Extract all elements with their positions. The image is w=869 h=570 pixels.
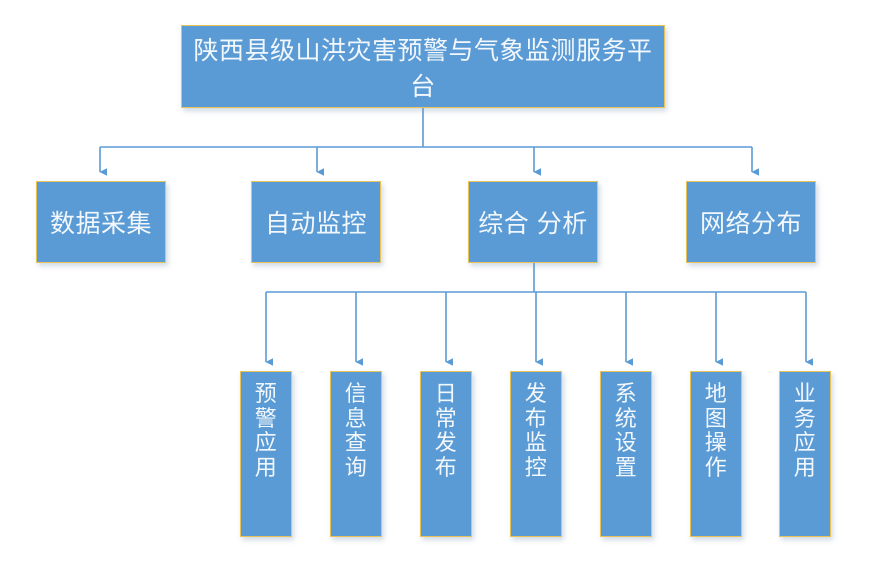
level3-node-warning-application[interactable]: 预警应用 bbox=[240, 371, 292, 537]
level2-node-comprehensive-analysis[interactable]: 综合 分析 bbox=[468, 181, 598, 263]
level2-node-network-distribution[interactable]: 网络分布 bbox=[686, 181, 816, 263]
level3-label: 系统设置 bbox=[614, 381, 638, 480]
level3-node-system-settings[interactable]: 系统设置 bbox=[600, 371, 652, 537]
level3-node-information-query[interactable]: 信息查询 bbox=[330, 371, 382, 537]
root-node-platform[interactable]: 陕西县级山洪灾害预警与气象监测服务平台 bbox=[181, 25, 665, 108]
level3-node-business-application[interactable]: 业务应用 bbox=[779, 371, 831, 537]
level3-label: 业务应用 bbox=[793, 381, 817, 480]
level2-node-data-collection[interactable]: 数据采集 bbox=[36, 181, 166, 263]
level2-node-auto-monitoring[interactable]: 自动监控 bbox=[251, 181, 381, 263]
level3-label: 地图操作 bbox=[704, 381, 728, 480]
level3-node-daily-publishing[interactable]: 日常发布 bbox=[420, 371, 472, 537]
level3-node-publish-monitoring[interactable]: 发布监控 bbox=[510, 371, 562, 537]
level3-label: 预警应用 bbox=[254, 381, 278, 480]
level3-node-map-operation[interactable]: 地图操作 bbox=[690, 371, 742, 537]
level3-label: 信息查询 bbox=[344, 381, 368, 480]
level3-label: 发布监控 bbox=[524, 381, 548, 480]
level3-label: 日常发布 bbox=[434, 381, 458, 480]
